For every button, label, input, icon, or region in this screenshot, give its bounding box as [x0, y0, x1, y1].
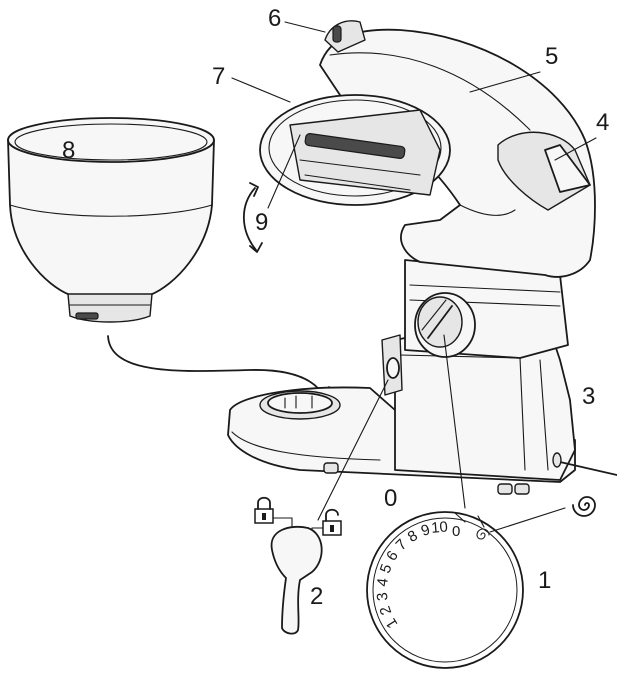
- padlock-closed-icon: [254, 496, 274, 524]
- callout-3: 3: [582, 383, 595, 410]
- motor-column: [381, 259, 617, 481]
- callout-6: 6: [268, 5, 281, 32]
- callout-0: 0: [384, 485, 397, 512]
- callout-5: 5: [545, 43, 558, 70]
- fit-arrow: [107, 335, 326, 399]
- leader-lines: [231, 21, 597, 521]
- dial-speed-10: 10: [431, 518, 449, 536]
- splash-guard: [259, 94, 451, 206]
- mixer-head: [319, 20, 596, 278]
- tilt-rotate-arrow: [243, 182, 263, 253]
- dial-off-mark: 0: [452, 523, 460, 540]
- spiral-icon: [572, 496, 596, 517]
- lock-lever[interactable]: [270, 526, 323, 635]
- callout-9: 9: [255, 209, 268, 236]
- dial-speed-3: 3: [374, 592, 392, 602]
- callout-7: 7: [212, 63, 225, 90]
- speed-knob[interactable]: [414, 292, 476, 358]
- callout-8: 8: [62, 137, 75, 164]
- callout-1: 1: [538, 567, 551, 594]
- callout-2: 2: [310, 583, 323, 610]
- mixing-bowl: [7, 117, 215, 323]
- callout-4: 4: [596, 109, 609, 136]
- padlock-open-icon: [322, 508, 342, 536]
- dial-speed-4: 4: [374, 577, 392, 587]
- dial-spiral-icon: [476, 528, 490, 540]
